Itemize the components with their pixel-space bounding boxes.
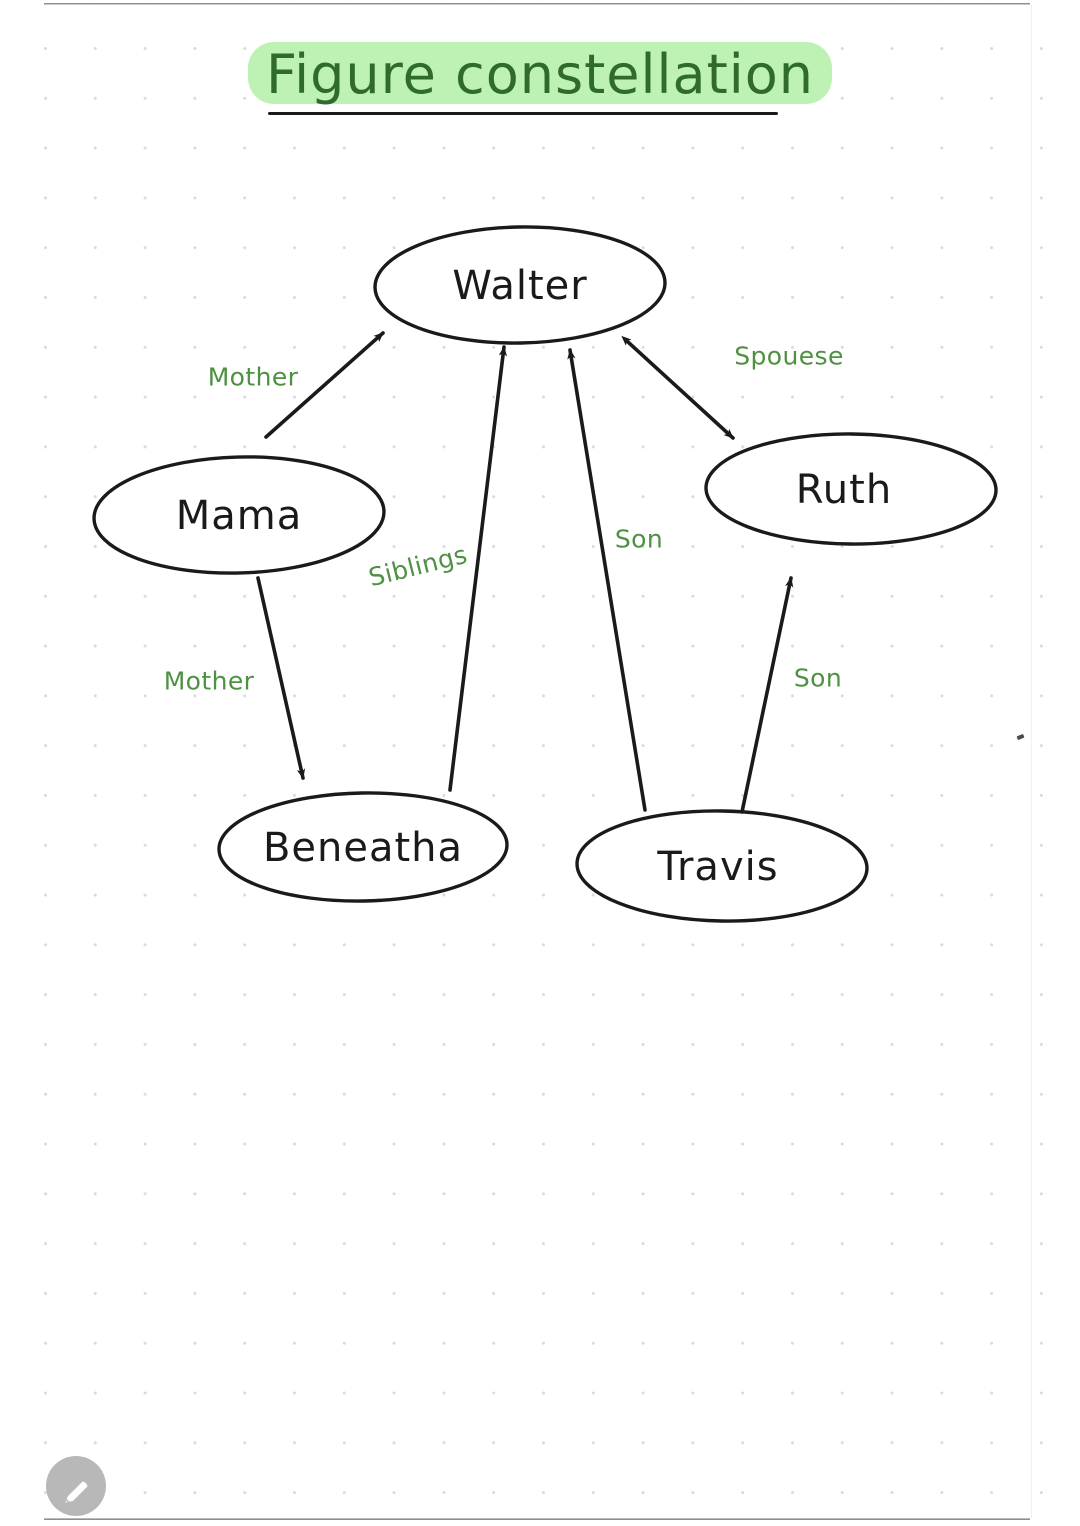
pencil-icon — [65, 1481, 88, 1503]
page-bottom-edge — [44, 1518, 1030, 1520]
node-label-beneatha: Beneatha — [262, 825, 464, 871]
edge-travis-ruth — [740, 576, 794, 814]
node-label-walter: Walter — [452, 263, 588, 309]
edge-label-mama-beneatha: Mother — [163, 666, 255, 696]
edge-mama-walter — [264, 331, 385, 439]
page-title-underline — [268, 112, 778, 115]
node-walter[interactable] — [373, 224, 667, 345]
edge-beneatha-walter — [448, 345, 508, 792]
edge-mama-beneatha — [256, 576, 306, 780]
edge-label-travis-walter: Son — [614, 524, 664, 554]
edge-label-walter-ruth: Spouese — [734, 341, 844, 371]
edge-walter-ruth — [621, 335, 735, 440]
node-ruth[interactable] — [704, 432, 998, 546]
page-right-edge — [1031, 4, 1032, 1518]
edge-label-travis-ruth: Son — [793, 663, 843, 693]
edit-fab-button[interactable] — [46, 1456, 106, 1516]
page-top-edge — [44, 3, 1030, 5]
node-travis[interactable] — [575, 808, 869, 923]
edge-travis-walter — [567, 348, 647, 812]
node-mama[interactable] — [92, 453, 386, 577]
node-label-ruth: Ruth — [795, 467, 893, 513]
node-beneatha[interactable] — [217, 790, 509, 903]
node-label-mama: Mama — [175, 493, 303, 539]
node-label-travis: Travis — [657, 844, 779, 890]
edge-label-mama-walter: Mother — [207, 362, 299, 392]
